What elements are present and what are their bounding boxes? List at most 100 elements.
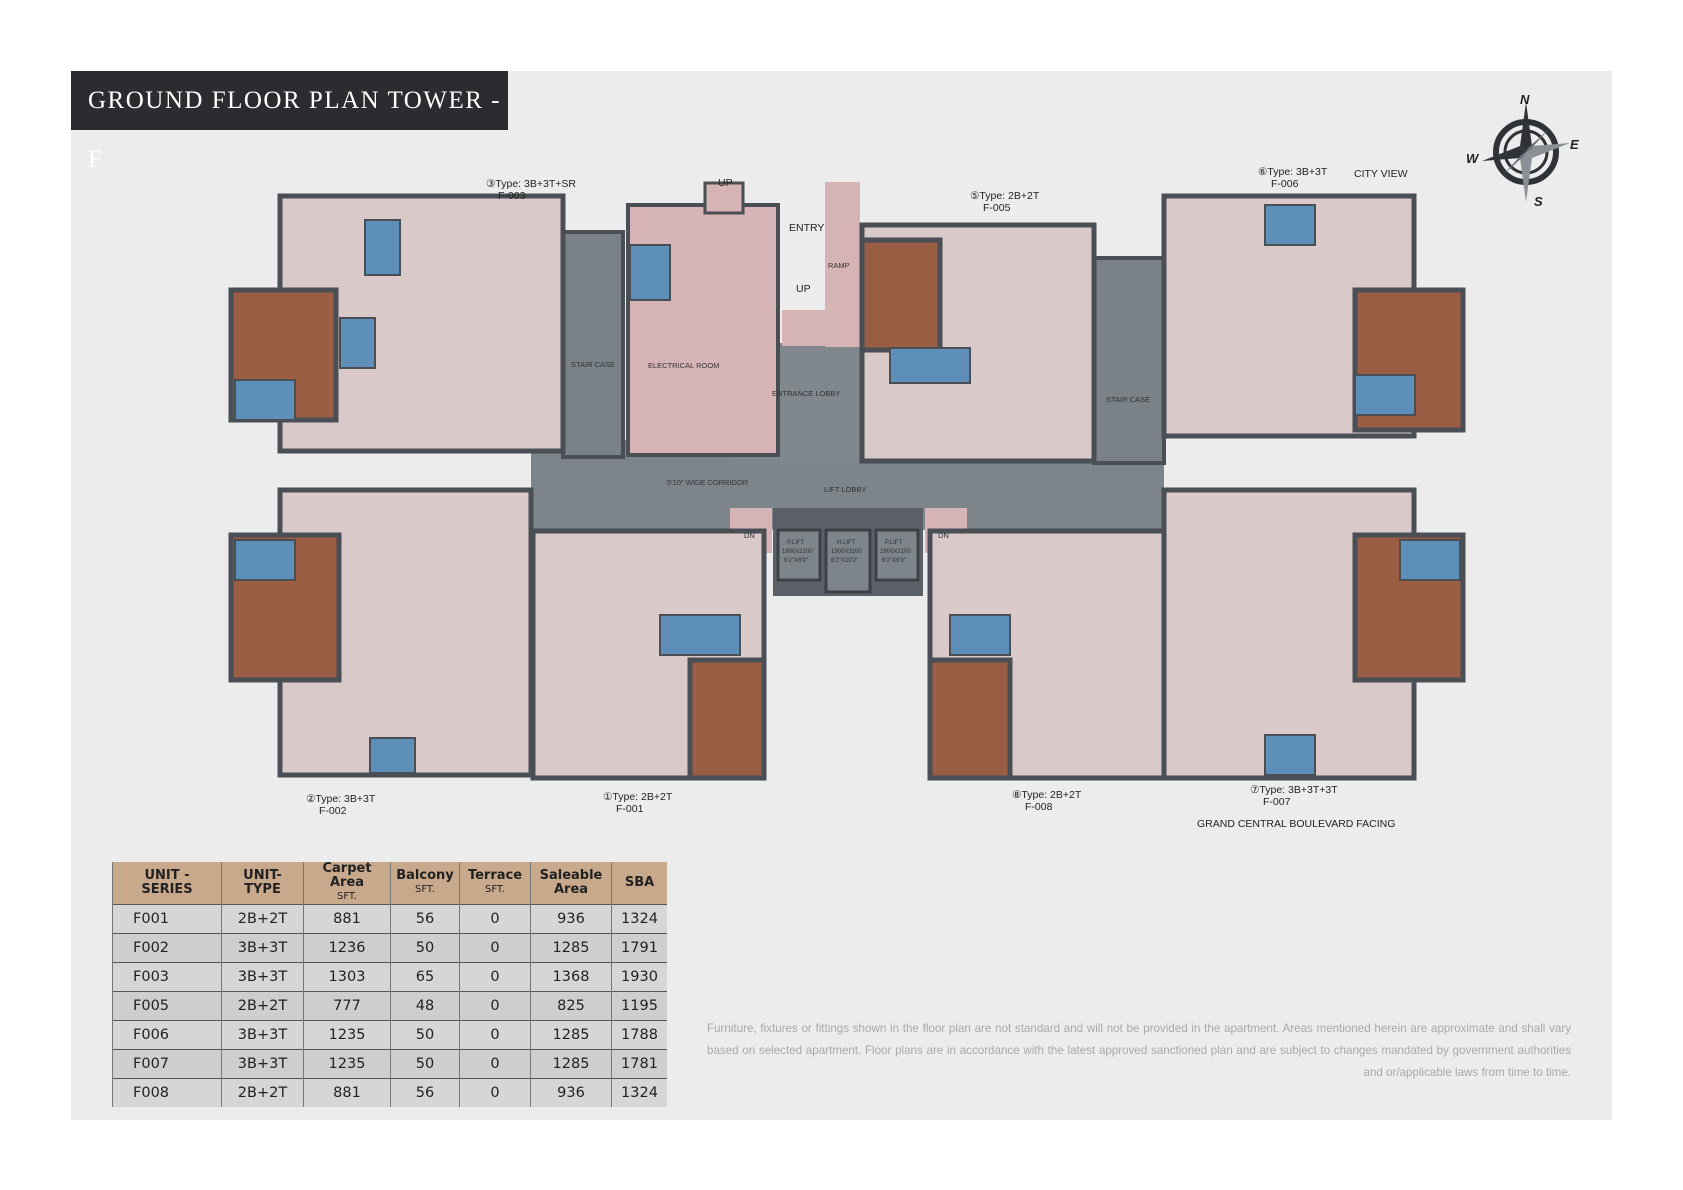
compass-s: S bbox=[1534, 194, 1543, 209]
unit-number: ① bbox=[603, 791, 613, 803]
table-cell: 0 bbox=[459, 904, 531, 934]
unit-code: F-006 bbox=[1271, 178, 1299, 190]
table-cell: 0 bbox=[459, 1078, 531, 1107]
lift-3 bbox=[874, 528, 920, 582]
toilet bbox=[659, 614, 741, 656]
table-cell: 2B+2T bbox=[221, 904, 304, 934]
lift-name: P.LIFT bbox=[885, 540, 903, 546]
table-cell: F006 bbox=[112, 1020, 222, 1050]
table-cell: 1788 bbox=[611, 1020, 667, 1050]
lift-1 bbox=[776, 528, 822, 582]
disclaimer-text: Furniture, fixtures or fittings shown in… bbox=[707, 1022, 1571, 1079]
table-cell: 1368 bbox=[530, 962, 612, 992]
table-cell: 56 bbox=[390, 904, 460, 934]
table-cell: 1324 bbox=[611, 904, 667, 934]
table-cell: 881 bbox=[303, 904, 391, 934]
dn-label-left: DN bbox=[744, 531, 755, 540]
dn-label-right: DN bbox=[938, 531, 949, 540]
entrance-lobby-label: ENTRANCE LOBBY bbox=[772, 389, 840, 398]
table-cell: 50 bbox=[390, 1020, 460, 1050]
entry-label: ENTRY bbox=[789, 222, 824, 234]
table-cell: 1285 bbox=[530, 1020, 612, 1050]
toilet bbox=[629, 244, 671, 301]
table-cell: 1195 bbox=[611, 991, 667, 1021]
unit-number: ⑦ bbox=[1250, 784, 1260, 796]
unit-code: F-005 bbox=[983, 202, 1011, 214]
col-header: SBA bbox=[611, 862, 667, 905]
unit-label-f002: ②Type: 3B+3T F-002 bbox=[306, 793, 376, 817]
lift-name: H.LIFT bbox=[837, 540, 856, 546]
unit-number: ⑥ bbox=[1258, 166, 1268, 178]
table-cell: 1791 bbox=[611, 933, 667, 963]
lift-labels: P.LIFT 1900X2100 6'2"X6'9" H.LIFT 1900X3… bbox=[782, 540, 911, 564]
table-cell: 50 bbox=[390, 933, 460, 963]
toilet bbox=[1399, 539, 1461, 581]
table-cell: F005 bbox=[112, 991, 222, 1021]
lift-size: 1900X2100 bbox=[880, 549, 911, 555]
table-cell: 1235 bbox=[303, 1020, 391, 1050]
unit-type: Type: 3B+3T bbox=[315, 793, 375, 805]
unit-label-f005: ⑤Type: 2B+2T F-005 bbox=[970, 190, 1040, 214]
up-label: UP bbox=[718, 177, 733, 189]
lift-name: P.LIFT bbox=[787, 540, 805, 546]
unit-label-f006: ⑥Type: 3B+3T F-006 bbox=[1258, 166, 1328, 190]
staircase-right bbox=[1092, 256, 1166, 465]
unit-f008-bedroom bbox=[927, 657, 1013, 781]
table-cell: F001 bbox=[112, 904, 222, 934]
table-cell: 65 bbox=[390, 962, 460, 992]
page-title: GROUND FLOOR PLAN TOWER - F bbox=[71, 71, 508, 173]
unit-type: Type: 3B+3T+SR bbox=[495, 178, 576, 190]
table-cell: 3B+3T bbox=[221, 1049, 304, 1079]
table-cell: 1930 bbox=[611, 962, 667, 992]
lift-size: 1900X3100 bbox=[831, 549, 862, 555]
unit-label-f001: ①Type: 2B+2T F-001 bbox=[603, 791, 673, 815]
table-cell: 3B+3T bbox=[221, 962, 304, 992]
table-cell: 0 bbox=[459, 962, 531, 992]
table-cell: F008 bbox=[112, 1078, 222, 1107]
unit-code: F-002 bbox=[319, 805, 347, 817]
unit-label-f007: ⑦Type: 3B+3T+3T F-007 bbox=[1250, 784, 1338, 808]
unit-label-f003: ③Type: 3B+3T+SR F-003 bbox=[486, 178, 576, 202]
unit-type: Type: 2B+2T bbox=[979, 190, 1039, 202]
svg-text:⑤Type: 2B+2T: ⑤Type: 2B+2T bbox=[970, 190, 1040, 202]
unit-code: F-008 bbox=[1025, 801, 1053, 813]
toilets bbox=[234, 204, 1461, 776]
table-cell: 2B+2T bbox=[221, 991, 304, 1021]
svg-text:①Type: 2B+2T: ①Type: 2B+2T bbox=[603, 791, 673, 803]
staircase-label-right: STAIR CASE bbox=[1106, 395, 1150, 404]
toilet bbox=[369, 737, 416, 774]
table-cell: 936 bbox=[530, 1078, 612, 1107]
unit-number: ⑤ bbox=[970, 190, 980, 202]
table-cell: 881 bbox=[303, 1078, 391, 1107]
table-cell: F003 bbox=[112, 962, 222, 992]
table-cell: F007 bbox=[112, 1049, 222, 1079]
svg-text:②Type: 3B+3T: ②Type: 3B+3T bbox=[306, 793, 376, 805]
staircase-left bbox=[561, 230, 625, 459]
table-cell: F002 bbox=[112, 933, 222, 963]
table-cell: 1285 bbox=[530, 933, 612, 963]
unit-type: Type: 3B+3T bbox=[1267, 166, 1327, 178]
boulevard-label: GRAND CENTRAL BOULEVARD FACING bbox=[1197, 818, 1395, 830]
toilet bbox=[234, 379, 296, 421]
table-cell: 0 bbox=[459, 1049, 531, 1079]
toilet bbox=[364, 219, 401, 276]
table-cell: 825 bbox=[530, 991, 612, 1021]
unit-f005-bedroom bbox=[859, 237, 943, 353]
table-cell: 777 bbox=[303, 991, 391, 1021]
lift-dim: 6'2"X6'9" bbox=[784, 558, 808, 564]
toilet bbox=[1354, 374, 1416, 416]
svg-text:⑥Type: 3B+3T: ⑥Type: 3B+3T bbox=[1258, 166, 1328, 178]
table-cell: 2B+2T bbox=[221, 1078, 304, 1107]
unit-type: Type: 3B+3T+3T bbox=[1259, 784, 1338, 796]
toilet bbox=[234, 539, 296, 581]
lift-2 bbox=[824, 528, 872, 594]
svg-text:⑧Type: 2B+2T: ⑧Type: 2B+2T bbox=[1012, 789, 1082, 801]
